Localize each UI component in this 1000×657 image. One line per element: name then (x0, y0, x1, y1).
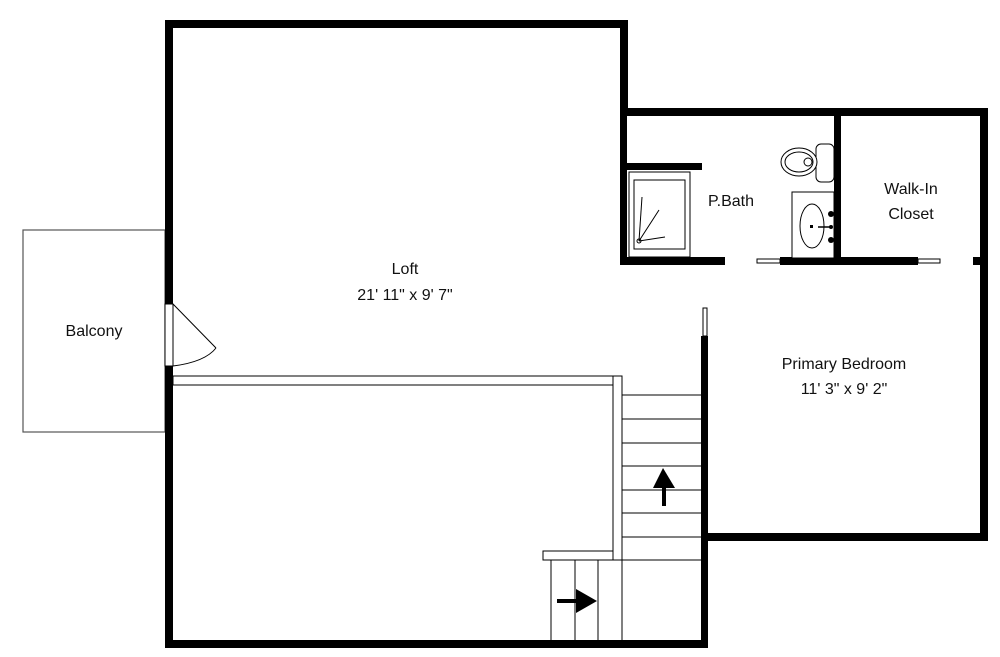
toilet-icon (780, 143, 835, 183)
closet-name-line1: Walk-In (884, 181, 938, 198)
stairs-up-arrow-icon (653, 468, 675, 506)
loft-dimensions-label: 21' 11" x 9' 7" (357, 287, 453, 304)
door-thresholds (702, 258, 941, 337)
closet-name-line2: Closet (888, 206, 934, 223)
door-swing-icon (164, 303, 217, 367)
bath-name-label: P.Bath (708, 193, 754, 210)
stairs-right-arrow-icon (557, 589, 597, 613)
exterior-walls (165, 20, 988, 648)
shower-icon (628, 171, 691, 258)
sink-icon (791, 191, 835, 259)
loft-railing (172, 375, 623, 561)
primary-bedroom-name-label: Primary Bedroom (781, 356, 907, 373)
loft-name-label: Loft (391, 261, 419, 278)
interior-walls (620, 108, 988, 265)
stairs (550, 394, 701, 640)
balcony-name-label: Balcony (65, 323, 123, 340)
primary-bedroom-dimensions-label: 11' 3" x 9' 2" (800, 381, 888, 398)
